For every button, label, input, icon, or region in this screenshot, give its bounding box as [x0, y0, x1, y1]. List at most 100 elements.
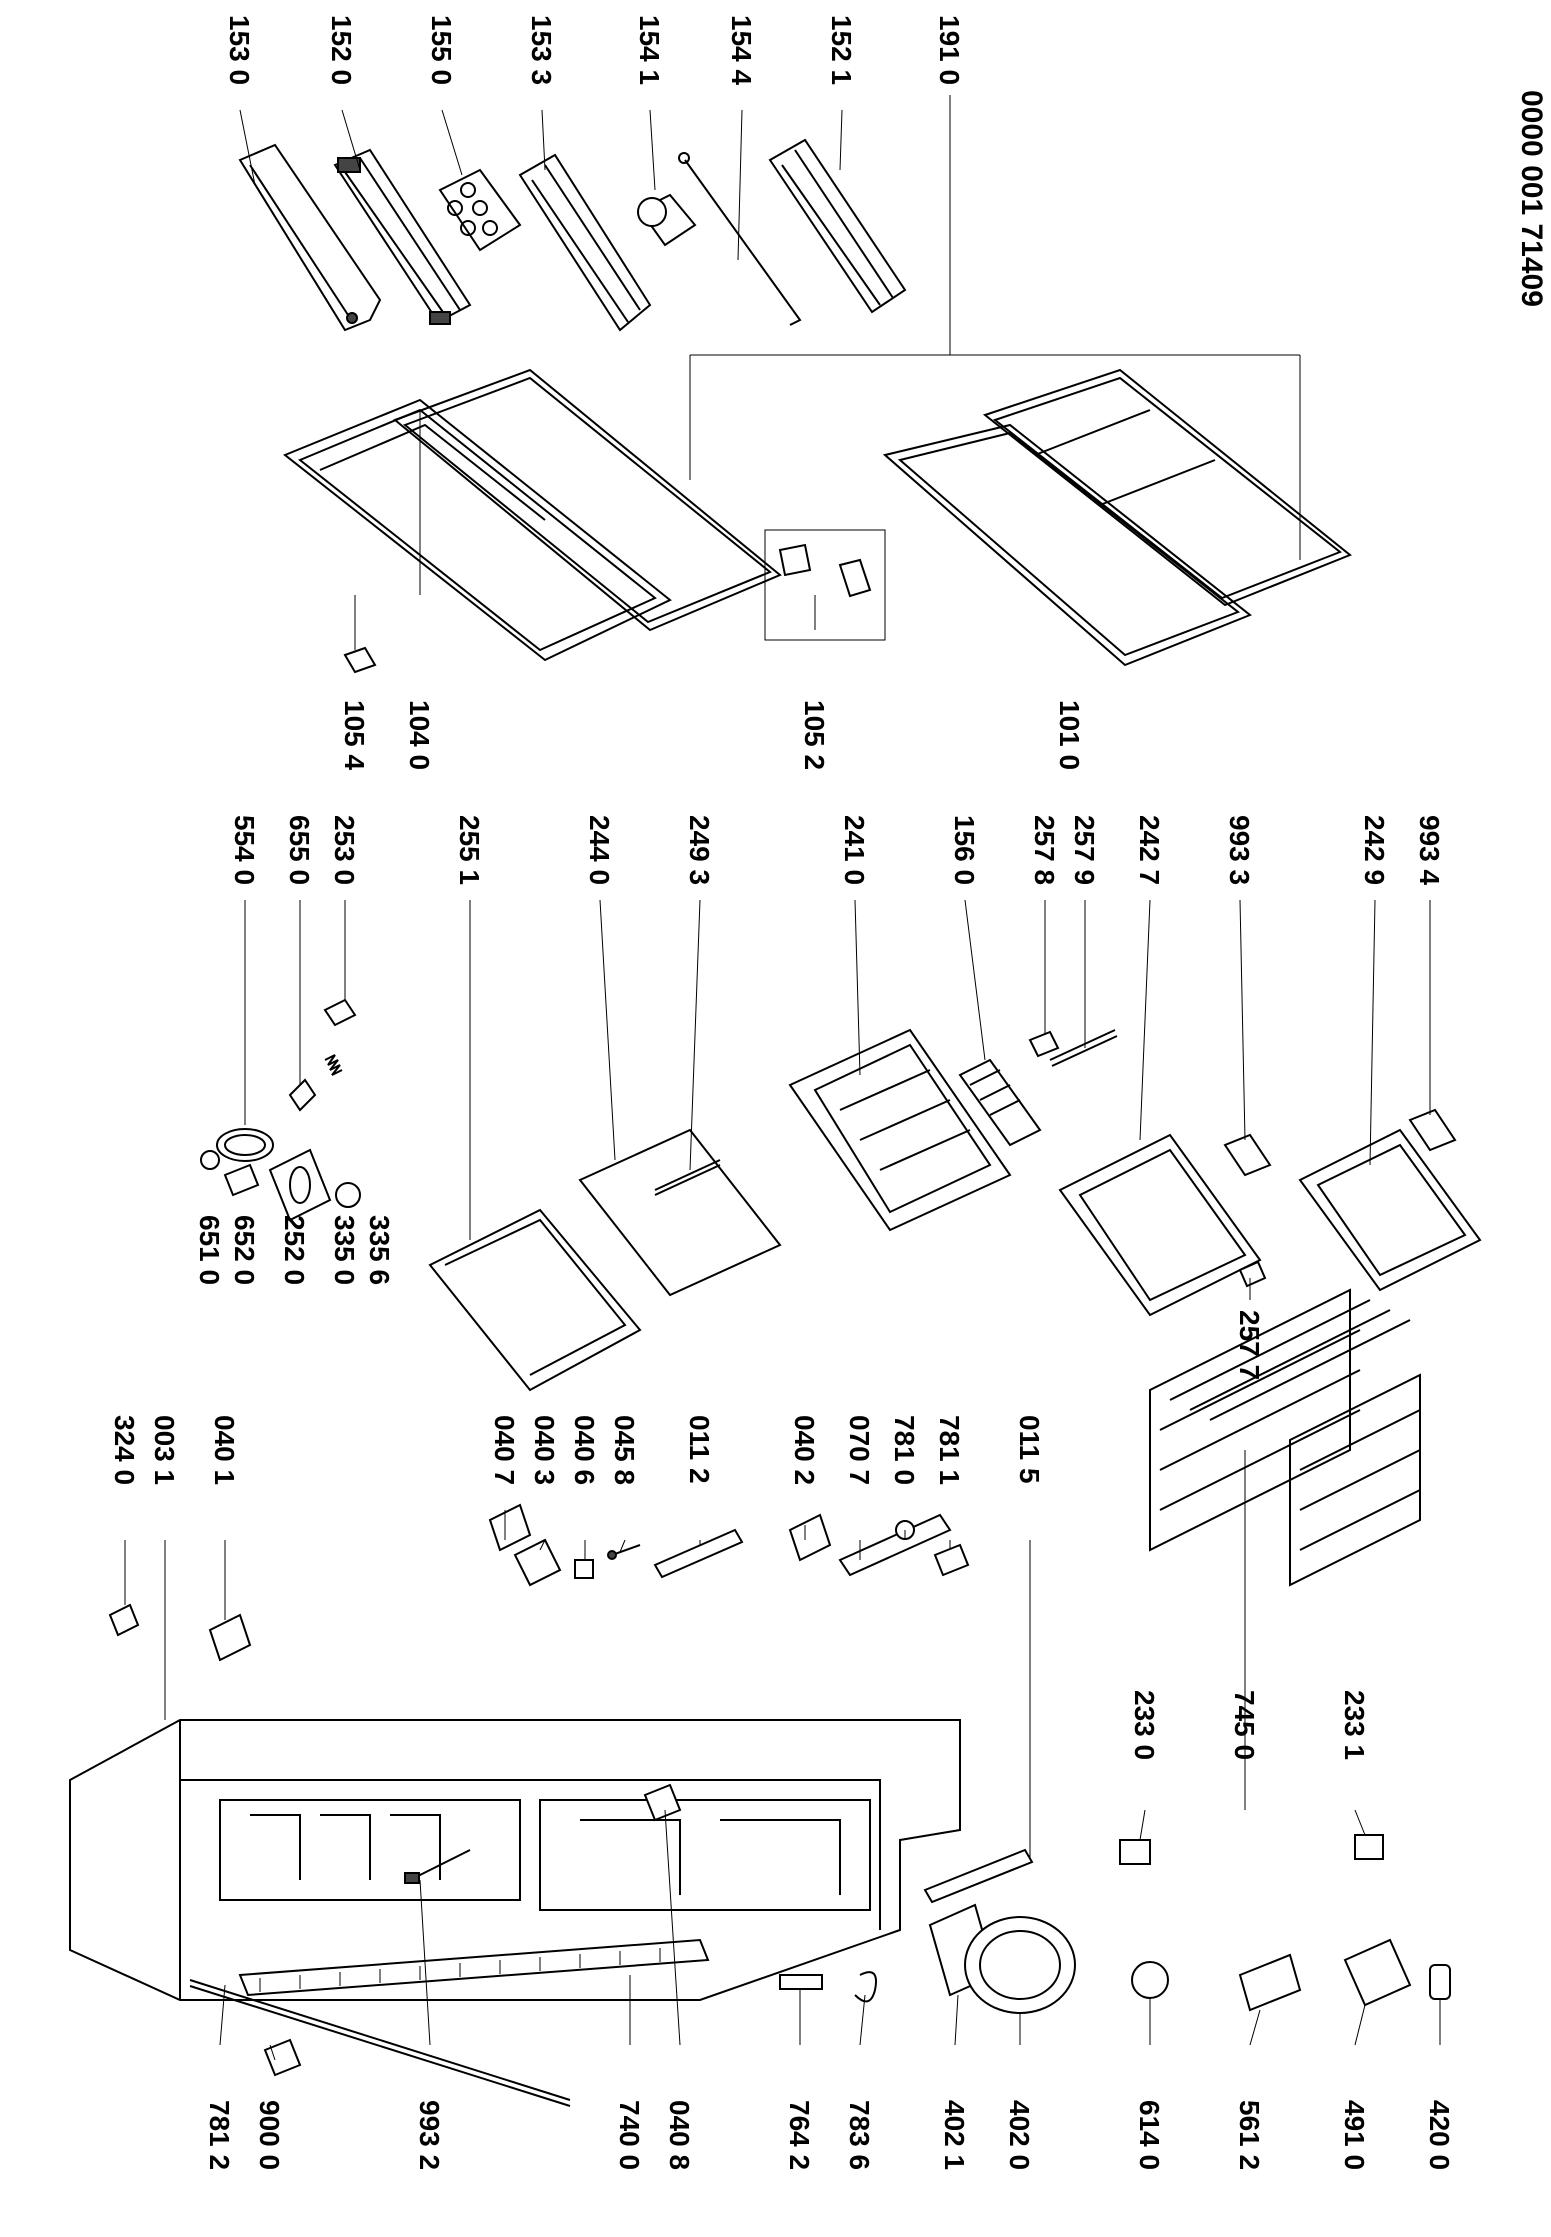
- part-554-0-lamp-cover: [216, 1128, 274, 1162]
- part-241-0-crisper-drawer: [788, 1028, 1012, 1232]
- part-781-1-foot: [933, 1543, 970, 1577]
- label-324-0: 324 0: [109, 1415, 140, 1485]
- label-402-0: 402 0: [1004, 2100, 1035, 2170]
- part-257-8-clip: [1028, 1030, 1060, 1058]
- part-040-8-bracket: [643, 1783, 682, 1822]
- part-156-0-ice-tray: [958, 1058, 1042, 1147]
- label-783-6: 783 6: [844, 2100, 875, 2170]
- part-154-4-bottle-rod: [678, 152, 802, 326]
- part-249-3-shelf-trim: [654, 1159, 721, 1196]
- part-324-0-cap: [108, 1603, 140, 1637]
- leader-191-0: [689, 95, 1301, 560]
- part-561-2-thermostat: [1238, 1953, 1302, 2012]
- part-740-0-condenser: [238, 1938, 710, 1997]
- label-402-1: 402 1: [939, 2100, 970, 2170]
- label-491-0: 491 0: [1339, 2100, 1370, 2170]
- label-040-1: 040 1: [209, 1415, 240, 1485]
- label-011-2: 011 2: [684, 1415, 715, 1484]
- part-040-3-hinge: [513, 1538, 562, 1587]
- part-993-3-drawer-handle: [1223, 1133, 1272, 1177]
- label-252-0: 252 0: [279, 1215, 310, 1285]
- label-105-4: 105 4: [339, 700, 370, 770]
- label-420-0: 420 0: [1424, 2100, 1455, 2170]
- label-993-2: 993 2: [414, 2100, 445, 2170]
- label-335-6: 335 6: [364, 1215, 395, 1285]
- part-257-9-rail: [1049, 1029, 1118, 1067]
- label-156-0: 156 0: [949, 815, 980, 885]
- label-191-0: 191 0: [934, 15, 965, 85]
- label-614-0: 614 0: [1134, 2100, 1165, 2170]
- label-652-0: 652 0: [229, 1215, 260, 1285]
- part-153-0-door-shelf-cover: [238, 143, 382, 332]
- part-152-1-door-balcony: [768, 138, 907, 314]
- part-045-8-screw: [607, 1544, 641, 1560]
- label-781-0: 781 0: [889, 1415, 920, 1485]
- part-233-1-hinge-block: [1354, 1834, 1384, 1860]
- label-745-0: 745 0: [1229, 1690, 1260, 1760]
- part-783-6-clip: [854, 1971, 877, 2003]
- label-045-8: 045 8: [609, 1415, 640, 1485]
- part-011-5-rail: [923, 1848, 1034, 1904]
- label-011-5: 011 5: [1014, 1415, 1045, 1484]
- label-040-3: 040 3: [529, 1415, 560, 1485]
- document-code: 0000 001 71409: [1515, 90, 1548, 307]
- part-652-0-lamp-holder: [223, 1163, 260, 1197]
- leader-lines: [124, 109, 1441, 2061]
- label-249-3: 249 3: [684, 815, 715, 885]
- label-152-0: 152 0: [326, 15, 357, 85]
- part-491-0-cover: [1343, 1938, 1412, 2007]
- label-554-0: 554 0: [229, 815, 260, 885]
- label-242-9: 242 9: [1359, 815, 1390, 885]
- part-257-7-clip: [1238, 1260, 1267, 1288]
- part-104-0-door-gasket: [393, 368, 782, 632]
- label-255-1: 255 1: [454, 815, 485, 885]
- label-561-2: 561 2: [1234, 2100, 1265, 2170]
- label-233-1: 233 1: [1339, 1690, 1370, 1760]
- label-154-4: 154 4: [726, 15, 757, 85]
- label-040-6: 040 6: [569, 1415, 600, 1485]
- part-764-2-filter-dryer: [779, 1974, 823, 1990]
- part-152-0-door-balcony: [333, 148, 472, 325]
- part-614-0-starter: [1131, 1961, 1169, 1999]
- part-253-0-switch: [323, 998, 357, 1027]
- label-655-0: 655 0: [284, 815, 315, 885]
- label-040-7: 040 7: [489, 1415, 520, 1485]
- label-105-2: 105 2: [799, 700, 830, 770]
- label-242-7: 242 7: [1134, 815, 1165, 885]
- part-242-9-freezer-drawer: [1298, 1128, 1482, 1292]
- part-781-2-tube: [189, 1979, 571, 2107]
- label-003-1: 003 1: [149, 1415, 180, 1485]
- label-257-8: 257 8: [1029, 815, 1060, 885]
- label-257-7: 257 7: [1234, 1310, 1265, 1380]
- part-011-2-rail: [653, 1528, 744, 1579]
- part-255-1-glass-shelf: [428, 1208, 642, 1392]
- part-003-1-cabinet: [69, 1719, 961, 2001]
- label-155-0: 155 0: [426, 15, 457, 85]
- label-152-1: 152 1: [826, 15, 857, 85]
- part-244-0-cover-plate: [578, 1128, 782, 1297]
- part-655-0-thermostat-knob: [288, 1078, 317, 1112]
- label-900-0: 900 0: [254, 2100, 285, 2170]
- part-651-0-bulb: [200, 1150, 220, 1170]
- label-101-0: 101 0: [1054, 700, 1085, 770]
- label-040-2: 040 2: [789, 1415, 820, 1485]
- label-740-0: 740 0: [614, 2100, 645, 2170]
- part-335-0-knob: [335, 1182, 361, 1208]
- part-105-4-hinge-cap: [343, 646, 377, 674]
- label-764-2: 764 2: [784, 2100, 815, 2170]
- part-335-6-spring: [324, 1054, 343, 1076]
- part-191-0-freezer-gasket: [982, 368, 1352, 607]
- label-651-0: 651 0: [194, 1215, 225, 1285]
- part-993-2-sensor: [404, 1849, 471, 1884]
- part-242-7-freezer-drawer: [1058, 1133, 1262, 1317]
- label-154-1: 154 1: [634, 15, 665, 85]
- label-070-7: 070 7: [844, 1415, 875, 1485]
- label-040-8: 040 8: [664, 2100, 695, 2170]
- part-252-0-control-box: [268, 1148, 332, 1222]
- label-104-0: 104 0: [404, 700, 435, 770]
- label-993-4: 993 4: [1414, 815, 1445, 885]
- part-101-0-freezer-door: [882, 423, 1252, 667]
- part-040-2-bracket: [788, 1513, 832, 1562]
- label-233-0: 233 0: [1129, 1690, 1160, 1760]
